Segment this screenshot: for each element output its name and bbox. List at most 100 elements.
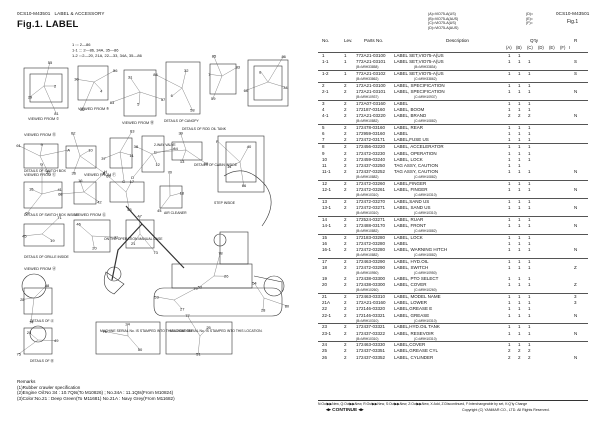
callout-number: 9	[40, 142, 43, 147]
callout-number: 26	[224, 274, 229, 279]
col-r: R	[574, 38, 578, 43]
row-lev: 2	[344, 306, 347, 312]
qty-col: (F)	[560, 45, 566, 50]
callout-number: 11	[130, 153, 135, 158]
view-label: VIEWED FROM ®	[78, 107, 109, 111]
row-part-number: 172437-03351	[356, 348, 386, 354]
matrix-line: (B)=ViO75-A(AUS)	[428, 16, 459, 21]
row-qty: 1	[518, 106, 521, 112]
row-lev: 2	[344, 198, 347, 204]
leader-line	[29, 85, 45, 98]
serial-range: (B=M9H10937)	[356, 95, 379, 100]
part-outline	[23, 327, 53, 355]
row-part-number: 172478-03160	[356, 124, 386, 130]
row-description: LABEL,HYD.OIL TANK	[394, 324, 440, 330]
row-qty: 1	[528, 59, 531, 65]
callout-number: 50	[138, 347, 143, 352]
row-description: LABEL	[394, 241, 409, 247]
row-no: 15	[322, 234, 328, 240]
row-lev: 1	[344, 70, 347, 76]
row-qty: 1	[508, 216, 511, 222]
serial-range: (C=M9H10310)	[414, 336, 437, 341]
part-outline	[65, 145, 97, 169]
leader-line	[135, 146, 153, 155]
fig-number: Fig.1	[567, 19, 579, 25]
leader-line	[129, 76, 141, 93]
row-qty: 1	[518, 282, 521, 288]
row-qty: 1	[518, 163, 521, 168]
row-no: 13-1	[322, 205, 332, 211]
row-part-number: 172463-03290	[356, 259, 386, 265]
row-qty: 2	[528, 113, 531, 119]
callout-number: 69	[106, 173, 111, 178]
row-qty: 1	[508, 187, 511, 193]
row-qty: 1	[528, 70, 531, 76]
row-description: LABEL SET,VIO75-A(US	[394, 70, 444, 76]
serial-range: (B=M9H10310)	[356, 336, 379, 341]
remark-line: (1)Rubber crawler specification	[17, 384, 81, 390]
callout-number: 36	[72, 170, 77, 175]
callout-number: 18	[180, 190, 185, 195]
row-no: 13	[322, 198, 328, 204]
row-lev: 2	[344, 88, 347, 94]
row-remark-code: N	[574, 205, 578, 211]
row-no: 16-1	[322, 247, 332, 253]
row-lev: 2	[344, 312, 347, 318]
row-qty: 1	[518, 150, 521, 156]
row-qty: 1	[518, 187, 521, 193]
row-description: LABEL, LOCK	[394, 234, 423, 240]
detail-label: DETAILS OF SWITCH BOX INSIDE	[24, 213, 79, 217]
serial-range: (C=M9H10310)	[414, 318, 437, 323]
row-part-number: 172472-03271	[356, 205, 386, 211]
leader-line	[41, 189, 60, 195]
row-qty: 1	[518, 180, 521, 186]
view-label: VIEWED FROM Ⓖ	[74, 212, 106, 217]
row-qty: 1	[528, 187, 531, 193]
row-qty: 1	[528, 131, 531, 137]
row-part-number: 172146-03321	[356, 312, 386, 318]
row-part-number: 172459-03240	[356, 156, 386, 162]
row-lev: 2	[344, 124, 347, 130]
row-part-number: 172456-03220	[356, 144, 386, 150]
serial-range: (C=M9H10310)	[414, 193, 437, 198]
leader-line	[221, 66, 238, 77]
row-description: LABEL,GREASE E	[394, 306, 433, 312]
row-part-number: 172959-03160	[356, 131, 386, 137]
row-lev: 2	[344, 169, 347, 175]
matrix-line: (F)=	[526, 21, 533, 26]
row-description: LABEL, SWITCH	[394, 265, 429, 271]
row-qty: 1	[528, 300, 531, 306]
leader-line	[18, 145, 41, 157]
row-no: 20	[322, 282, 328, 288]
page-title: Fig.1. LABEL	[17, 19, 79, 30]
serial-range-row: (B=M9H10310)(C=M9H10310)	[318, 193, 588, 198]
leader-line	[212, 75, 223, 99]
row-remark-code: N	[574, 247, 578, 253]
serial-range: (C=M9H10937)	[414, 95, 437, 100]
row-part-number: 172472-03260	[356, 180, 386, 186]
row-remark-code: 3	[574, 293, 577, 299]
row-qty: 1	[508, 324, 511, 330]
continue-link[interactable]: ◂▸ CONTINUE ◂▸	[326, 408, 364, 413]
matrix-line: (A)=ViO75-A(US)	[428, 12, 456, 16]
excavator-body	[171, 263, 253, 289]
row-qty: 1	[518, 88, 521, 94]
leader-line	[213, 252, 221, 277]
view-label: VIEWED FROM Ⓕ	[84, 172, 116, 177]
row-lev: 2	[344, 282, 347, 288]
callout-number: 81	[54, 111, 59, 116]
row-part-number: 172437-03321	[356, 324, 386, 330]
callout-number: H	[104, 169, 107, 174]
leader-line	[76, 79, 95, 83]
serial-range-row: (B=M9H10882)(C=M9H10882)	[318, 119, 588, 124]
row-part-number: 172472-03270	[356, 198, 386, 204]
callout-number: 84	[153, 72, 158, 77]
view-label: VIEWED FROM Ⓐ	[24, 266, 56, 271]
row-part-number: 172437-03250	[356, 163, 386, 168]
row-description: LABEL, SAND US	[394, 205, 431, 211]
leader-line	[39, 155, 49, 173]
